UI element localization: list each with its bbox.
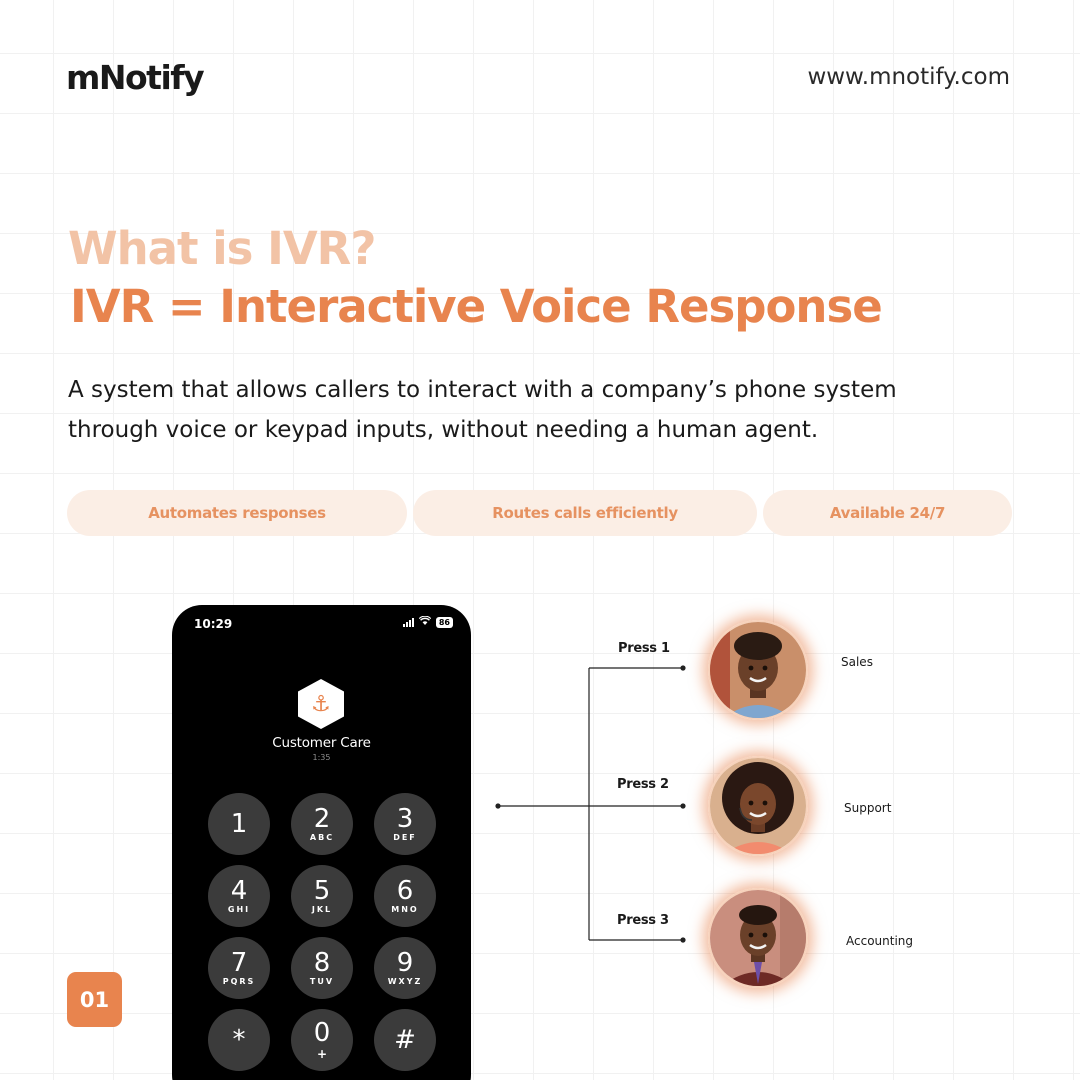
press-1-label: Press 1	[618, 641, 670, 656]
brand-logo: mNotify	[66, 58, 205, 97]
battery-icon: 86	[435, 616, 453, 628]
wifi-icon	[418, 615, 432, 628]
support-agent-avatar	[708, 756, 808, 856]
key-0[interactable]: 0+	[291, 1009, 353, 1071]
feature-pill-available: Available 24/7	[763, 490, 1012, 536]
status-bar-icons: 86	[402, 615, 453, 628]
department-accounting: Accounting	[846, 934, 914, 948]
department-sales: Sales	[841, 655, 873, 669]
call-duration: 1:35	[312, 753, 331, 762]
connector-dot-2	[680, 803, 686, 809]
sales-agent-avatar	[708, 620, 808, 720]
department-support: Support	[844, 801, 892, 815]
key-1[interactable]: 1	[208, 793, 270, 855]
status-time: 10:29	[194, 617, 233, 631]
key-hash[interactable]: #	[374, 1009, 436, 1071]
slide-number-badge: 01	[67, 972, 122, 1027]
feature-pill-routes: Routes calls efficiently	[413, 490, 757, 536]
accounting-agent-avatar	[708, 888, 808, 988]
feature-pill-automates: Automates responses	[67, 490, 407, 536]
key-star[interactable]: *	[208, 1009, 270, 1071]
page-question: What is IVR?	[68, 222, 376, 275]
press-3-label: Press 3	[617, 913, 669, 928]
signal-icon	[402, 617, 414, 627]
page-title: IVR = Interactive Voice Response	[70, 280, 883, 333]
website-link[interactable]: www.mnotify.com	[807, 64, 1010, 90]
connector-dot-1	[680, 665, 686, 671]
ivr-description: A system that allows callers to interact…	[68, 377, 897, 443]
press-2-label: Press 2	[617, 777, 669, 792]
connector-dot-3	[680, 937, 686, 943]
caller-name: Customer Care	[272, 735, 371, 751]
connector-dot-origin	[495, 803, 501, 809]
